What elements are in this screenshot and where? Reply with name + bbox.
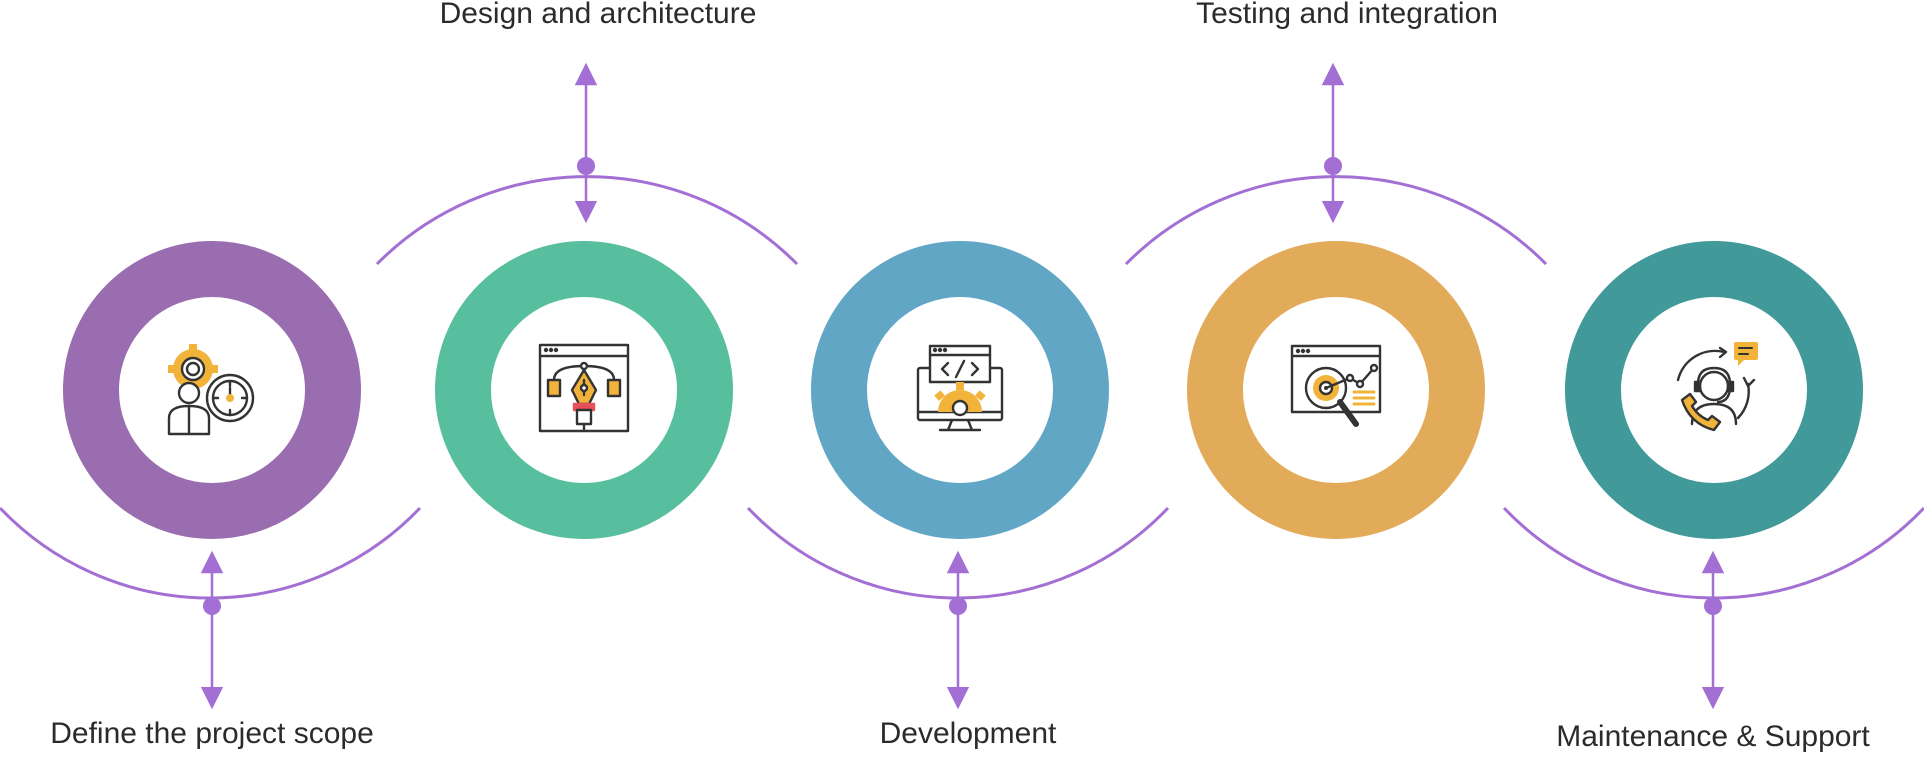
step-label-development: Development [879, 717, 1057, 750]
ring-step-3 [811, 241, 1109, 539]
pointer-dot-5 [1704, 597, 1722, 615]
step-label-define-scope: Define the project scope [50, 717, 374, 750]
pointer-dot-3 [949, 597, 967, 615]
step-label-design-architecture: Design and architecture [439, 0, 757, 30]
gear-person-clock-icon [167, 344, 255, 436]
pen-tool-browser-icon [538, 343, 630, 433]
ring-step-5 [1565, 241, 1863, 539]
connector-arc-top-4 [1124, 175, 1548, 266]
support-agent-icon [1676, 342, 1758, 432]
pointer-dot-4 [1324, 157, 1342, 175]
connector-pointers [200, 62, 1725, 710]
step-label-maintenance-support: Maintenance & Support [1556, 720, 1870, 753]
step-label-testing-integration: Testing and integration [1196, 0, 1498, 30]
step-rings [63, 241, 1863, 539]
ring-step-4 [1187, 241, 1485, 539]
code-monitor-icon [916, 344, 1004, 432]
pointer-dot-1 [203, 597, 221, 615]
ring-step-2 [435, 241, 733, 539]
pointer-dot-2 [577, 157, 595, 175]
ring-step-1 [63, 241, 361, 539]
target-analytics-icon [1290, 344, 1382, 427]
